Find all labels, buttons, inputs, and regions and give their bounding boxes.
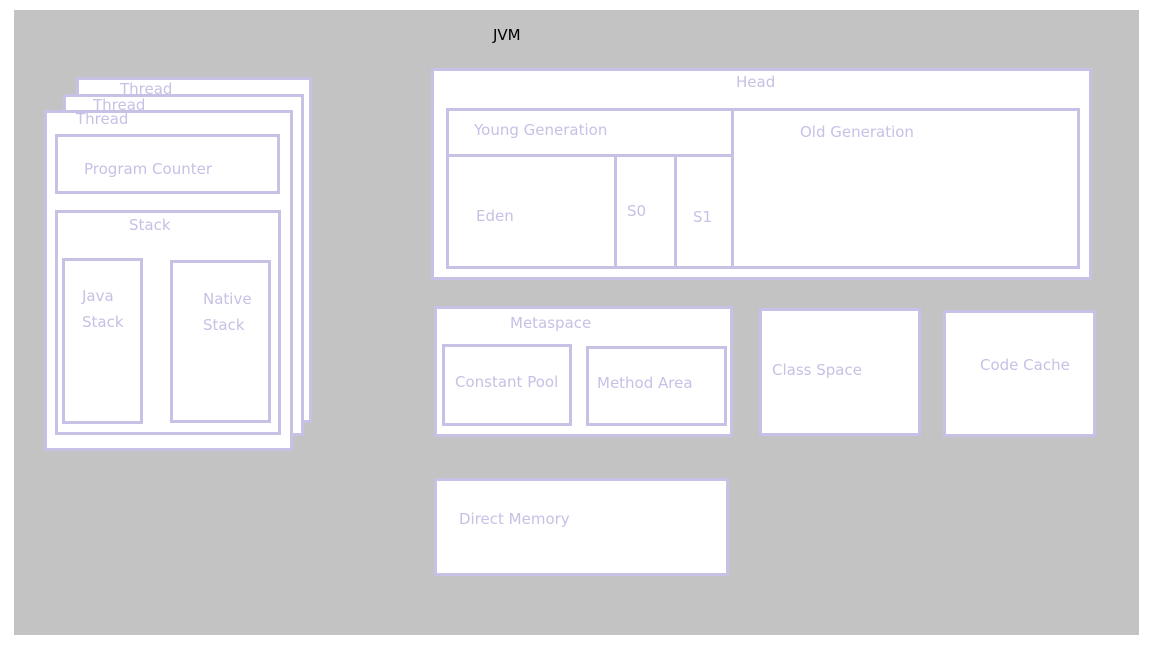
native-stack-label-line1: Native [203, 290, 252, 308]
young-old-divider [731, 108, 734, 269]
thread-label-back-2: Thread [120, 80, 173, 98]
java-stack-label-line1: Java [82, 287, 114, 305]
java-stack-box [62, 258, 143, 424]
stack-label: Stack [129, 216, 171, 234]
method-area-box [586, 346, 727, 426]
constant-pool-box [442, 344, 572, 426]
native-stack-label-line2: Stack [203, 316, 245, 334]
thread-label-front: Thread [76, 110, 129, 128]
code-cache-label: Code Cache [980, 356, 1070, 374]
code-cache-box [943, 310, 1096, 437]
jvm-title: JVM [493, 26, 521, 44]
method-area-label: Method Area [597, 374, 693, 392]
s1-label: S1 [693, 208, 713, 226]
class-space-label: Class Space [772, 361, 862, 379]
young-generation-divider [446, 154, 734, 157]
program-counter-box [55, 134, 280, 194]
class-space-box [759, 308, 921, 436]
java-stack-label-line2: Stack [82, 313, 124, 331]
metaspace-label: Metaspace [510, 314, 592, 332]
constant-pool-label: Constant Pool [455, 373, 559, 391]
young-generation-label: Young Generation [474, 121, 608, 139]
native-stack-box [170, 260, 271, 423]
direct-memory-box [434, 478, 729, 576]
program-counter-label: Program Counter [84, 160, 212, 178]
old-generation-label: Old Generation [800, 123, 914, 141]
eden-label: Eden [476, 207, 514, 225]
thread-label-back-1: Thread [93, 96, 146, 114]
generations-box [446, 108, 1080, 269]
s0-s1-divider [674, 154, 677, 269]
eden-s0-divider [614, 154, 617, 269]
direct-memory-label: Direct Memory [459, 510, 570, 528]
heap-label: Head [736, 73, 776, 91]
s0-label: S0 [627, 202, 647, 220]
